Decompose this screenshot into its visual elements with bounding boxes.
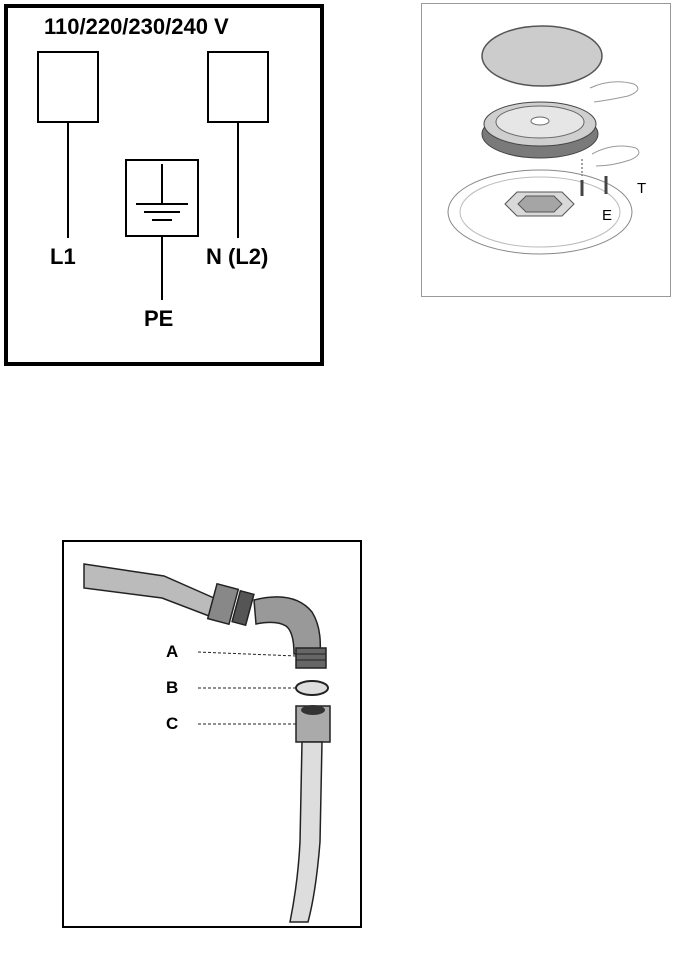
l1-terminal-box bbox=[38, 52, 98, 122]
flexible-hose bbox=[290, 742, 322, 922]
earth-symbol-icon bbox=[136, 164, 188, 220]
n-terminal-box bbox=[208, 52, 268, 122]
a-label: A bbox=[166, 642, 178, 662]
hose-illustration bbox=[64, 542, 360, 926]
voltage-label: 110/220/230/240 V bbox=[44, 14, 229, 40]
leader-a bbox=[198, 652, 296, 656]
wiring-diagram-panel: 110/220/230/240 V L1 N (L2) PE bbox=[4, 4, 324, 366]
thread-a bbox=[296, 648, 326, 668]
hose-connection-panel: A B C bbox=[62, 540, 362, 928]
burner-cap bbox=[482, 26, 602, 86]
c-label: C bbox=[166, 714, 178, 734]
l1-label: L1 bbox=[50, 244, 76, 270]
b-label: B bbox=[166, 678, 178, 698]
inlet-pipe bbox=[84, 564, 214, 616]
burner-assembly-panel: T E bbox=[421, 3, 671, 297]
washer-b bbox=[296, 681, 328, 695]
pe-label: PE bbox=[144, 306, 173, 332]
elbow-fitting bbox=[254, 597, 320, 654]
t-label: T bbox=[637, 180, 646, 197]
n-l2-label: N (L2) bbox=[206, 244, 268, 270]
burner-illustration bbox=[422, 4, 670, 296]
hand-sketch bbox=[590, 82, 638, 102]
e-label: E bbox=[602, 207, 612, 224]
